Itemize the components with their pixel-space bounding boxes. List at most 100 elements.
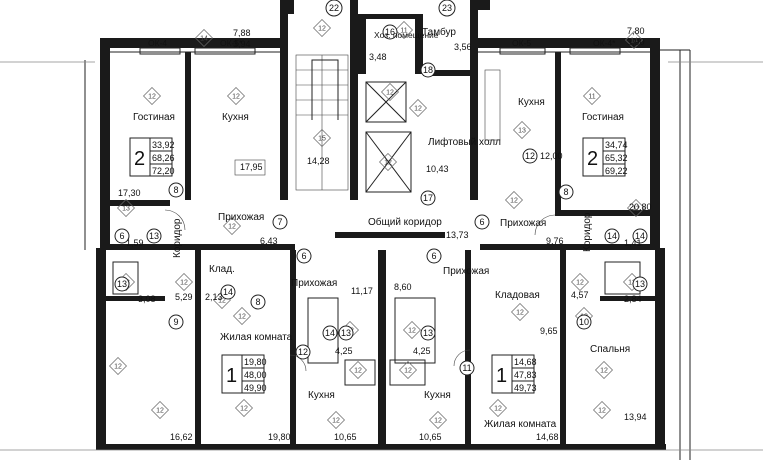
area-value: 11,17 [351, 286, 373, 296]
diamond-marker: 14 [625, 31, 643, 49]
diamond-marker: 13 [513, 121, 531, 139]
diamond-marker-label: 12 [384, 160, 392, 167]
diamond-marker: 12 [429, 411, 447, 429]
circle-marker-label: 8 [563, 187, 568, 197]
room-names: Гостиная Кухня Хоз. помещение Тамбур Кух… [133, 26, 630, 430]
diamond-marker-label: 12 [232, 94, 240, 101]
circle-marker-label: 13 [341, 328, 351, 338]
diamond-marker-label: 12 [494, 406, 502, 413]
circle-marker: 17 [420, 190, 436, 206]
circle-marker: 18 [420, 62, 436, 78]
room-name: Прихожая [500, 218, 546, 229]
area-value: 9,65 [540, 326, 558, 336]
diamond-marker-label: 12 [408, 328, 416, 335]
diamond-marker-label: 12 [600, 368, 608, 375]
circle-marker: 14 [322, 325, 338, 341]
room-name: Гостиная [133, 112, 175, 123]
diamond-marker: 12 [403, 321, 421, 339]
circle-marker: 9 [168, 314, 184, 330]
diamond-marker-label: 12 [228, 224, 236, 231]
circle-marker-label: 12 [525, 151, 535, 161]
diamond-marker: 12 [349, 361, 367, 379]
circle-marker: 12 [522, 148, 538, 164]
circle-marker-label: 17 [423, 193, 433, 203]
circle-marker-label: 8 [173, 185, 178, 195]
room-name: Гостиная [582, 112, 624, 123]
room-name: Жилая комната [220, 332, 293, 343]
apartment-rooms: 1 [496, 365, 507, 387]
diamond-marker: 12 [175, 273, 193, 291]
area-value: 12,00 [540, 151, 563, 161]
apartment-area: 49,73 [514, 383, 537, 393]
apartment-area: 69,22 [605, 166, 628, 176]
diamond-marker-label: 12 [180, 280, 188, 287]
room-name: Прихожая [291, 278, 337, 289]
circle-marker-label: 7 [277, 217, 282, 227]
area-value: 1,41 [624, 238, 642, 248]
secondary-lines [0, 47, 763, 460]
area-value: 8,60 [394, 282, 412, 292]
circle-marker-label: 6 [479, 217, 484, 227]
area-value: 2,13 [205, 292, 223, 302]
area-value: 4,25 [335, 346, 353, 356]
diamond-marker: 12 [593, 401, 611, 419]
area-value: 19,80 [268, 432, 291, 442]
diamond-marker: 11 [583, 87, 601, 105]
apartment-area: 49,90 [244, 383, 267, 393]
apartment-area: 47,83 [514, 370, 537, 380]
room-name: Жилая комната [484, 419, 557, 430]
diamond-marker: 12 [595, 361, 613, 379]
circle-marker-label: 18 [423, 65, 433, 75]
circle-marker-label: 14 [635, 231, 645, 241]
circle-marker-label: 13 [423, 328, 433, 338]
circle-marker-label: 13 [635, 279, 645, 289]
circle-marker: 14 [632, 228, 648, 244]
diamond-marker-label: 11 [588, 94, 595, 101]
apartment-summary-3: 1 19,80 48,00 49,90 [221, 354, 267, 394]
room-name: Кухня [308, 390, 335, 401]
room-name: Коридор [582, 212, 593, 252]
area-value: 14,28 [307, 156, 330, 166]
apartment-area: 48,00 [244, 370, 267, 380]
area-value: 6,43 [260, 236, 278, 246]
circle-marker: 8 [168, 182, 184, 198]
diamond-marker-label: 12 [218, 298, 226, 305]
area-value: 16,62 [170, 432, 193, 442]
diamond-marker: 11 [395, 21, 413, 39]
circle-marker: 8 [558, 184, 574, 200]
circle-marker: 13 [420, 325, 436, 341]
circle-marker: 16 [382, 24, 398, 40]
diamond-marker-label: 12 [598, 408, 606, 415]
apartment-area: 34,74 [605, 140, 628, 150]
room-name: Кухня [518, 97, 545, 108]
apartment-summary-4: 1 14,68 47,83 49,73 [491, 354, 537, 394]
diamond-marker-label: 13 [518, 128, 526, 135]
walls [96, 0, 666, 450]
diamond-marker-label: 12 [632, 206, 640, 213]
circle-marker: 6 [114, 228, 130, 244]
area-value: 13,94 [624, 412, 647, 422]
area-value: 20,80 [629, 202, 652, 212]
circle-marker-label: 13 [117, 279, 127, 289]
diamond-marker: 12 [151, 401, 169, 419]
diamond-marker-label: 12 [404, 368, 412, 375]
diamond-marker-label: 15 [318, 136, 326, 143]
area-value: 17,95 [240, 162, 263, 172]
circle-marker: 13 [114, 276, 130, 292]
diamond-marker: 12 [143, 87, 161, 105]
diamond-marker-label: 13 [122, 206, 130, 213]
diamond-marker: 12 [235, 399, 253, 417]
top-dim-left-a: 7,88 [233, 28, 251, 38]
circle-marker-label: 14 [607, 231, 617, 241]
diamond-marker: 12 [313, 19, 331, 37]
diamond-marker: 12 [505, 191, 523, 209]
area-value: 10,65 [334, 432, 357, 442]
circle-marker: 8 [250, 294, 266, 310]
diamond-marker: 12 [409, 99, 427, 117]
apartment-area: 72,20 [152, 166, 175, 176]
circle-marker: 6 [426, 248, 442, 264]
window-label: ОК-4* [593, 38, 616, 48]
apartment-rooms: 1 [226, 365, 237, 387]
room-name: Прихожая [218, 212, 264, 223]
